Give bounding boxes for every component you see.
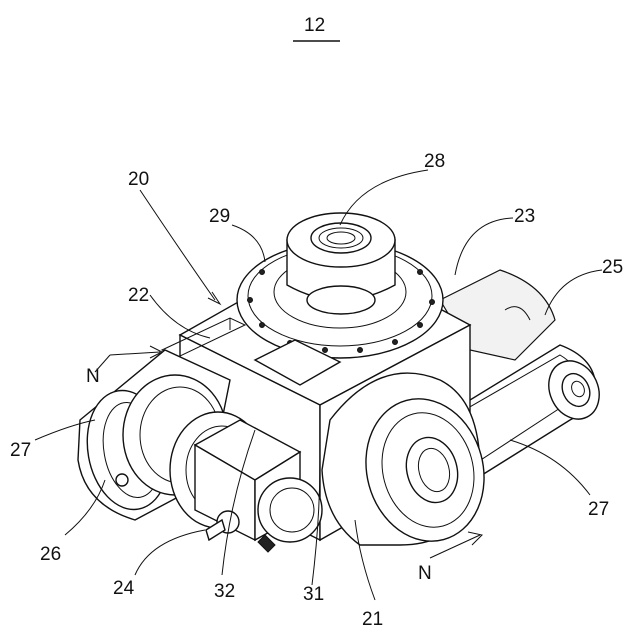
n-arrow-right-head [468, 532, 482, 545]
label-21: 21 [362, 609, 383, 630]
leader-24 [135, 530, 205, 575]
label-27-right: 27 [588, 499, 609, 520]
label-22: 22 [128, 285, 149, 306]
label-n-right: N [418, 563, 432, 584]
figure-number: 12 [304, 15, 325, 36]
label-32: 32 [214, 581, 235, 602]
label-29: 29 [209, 206, 230, 227]
label-25: 25 [602, 257, 623, 278]
leader-23 [455, 218, 513, 275]
label-23: 23 [514, 206, 535, 227]
label-20: 20 [128, 169, 149, 190]
leader-25 [545, 270, 602, 315]
label-31: 31 [303, 584, 324, 605]
assembly-drawing [78, 213, 608, 555]
label-26: 26 [40, 544, 61, 565]
n-arrow-left [110, 352, 160, 355]
leader-20 [140, 190, 215, 300]
leader-29 [232, 225, 265, 262]
label-24: 24 [113, 578, 135, 599]
label-27-left: 27 [10, 440, 31, 461]
label-n-left: N [86, 366, 100, 387]
label-28: 28 [424, 151, 445, 172]
